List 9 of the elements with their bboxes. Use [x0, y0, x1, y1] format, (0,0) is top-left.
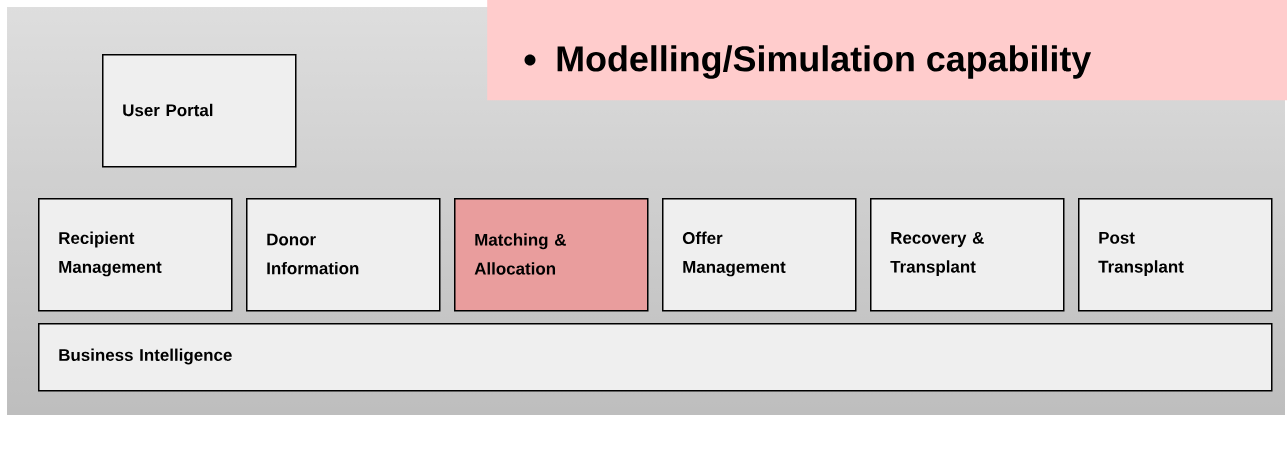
bar-box: Business Intelligence — [38, 323, 1273, 392]
module-box: Recipient Management — [38, 198, 233, 312]
module-box: Offer Management — [662, 198, 857, 312]
module-box: Recovery & Transplant — [870, 198, 1065, 312]
callout-box: Modelling/Simulation capability — [487, 0, 1287, 101]
module-box: Donor Information — [246, 198, 441, 312]
module-box: Post Transplant — [1078, 198, 1273, 312]
module-box: Matching & Allocation — [454, 198, 649, 312]
module-box: User Portal — [102, 54, 297, 168]
